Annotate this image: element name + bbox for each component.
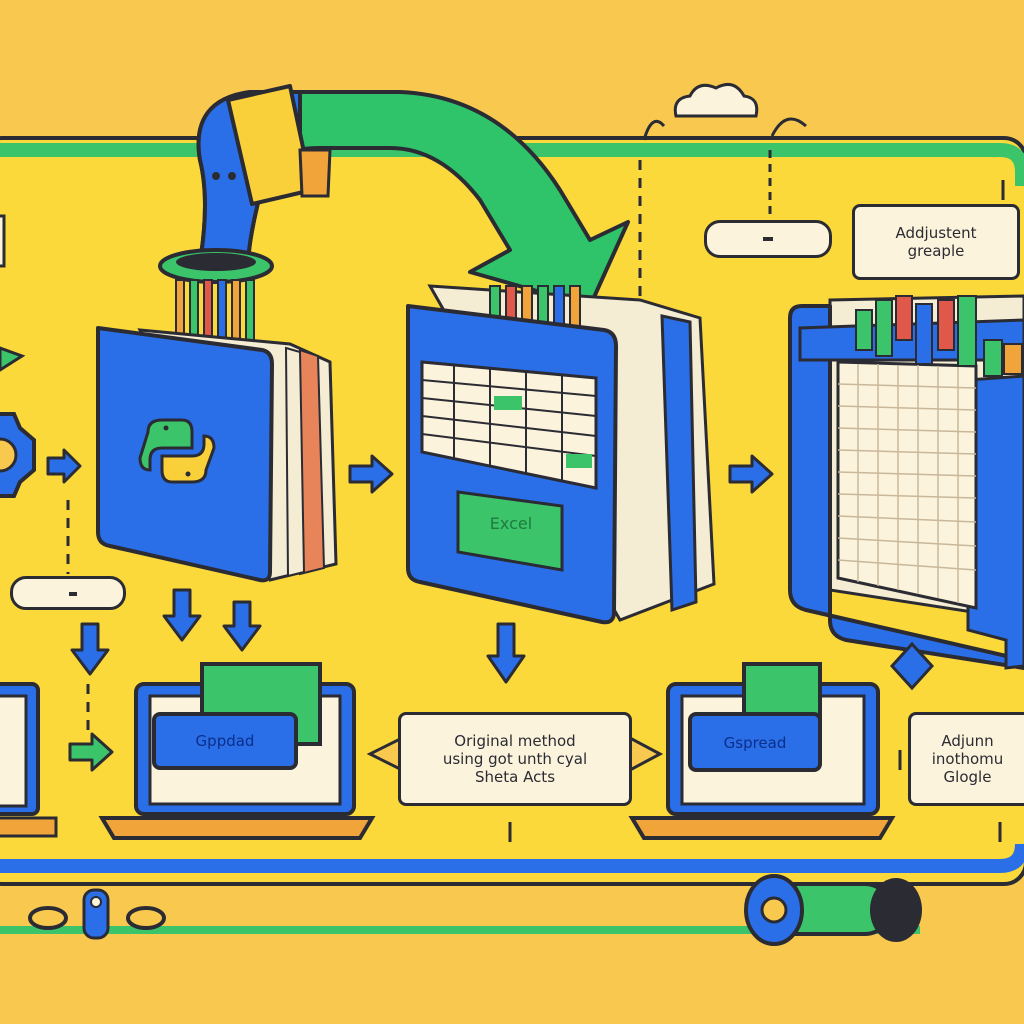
- arrow-right-icon: [348, 454, 394, 494]
- python-folder: [96, 326, 338, 583]
- laptop-left-label: Gppdad: [195, 732, 255, 750]
- pill-mark: [763, 237, 773, 241]
- sheet-folder: [788, 294, 1024, 670]
- pill-mark: [69, 592, 77, 596]
- note-line: Glogle: [943, 768, 992, 786]
- note-line: greaple: [907, 242, 965, 260]
- python-logo-icon: [138, 418, 216, 484]
- bar-blocks: [855, 295, 1023, 377]
- laptop-icon: [98, 662, 376, 840]
- excel-folder: [406, 284, 716, 625]
- laptop-icon: [628, 662, 896, 840]
- arrow-right-icon: [0, 346, 26, 372]
- laptop-icon: [0, 682, 58, 838]
- gear-icon: [0, 412, 36, 498]
- diamond-icon: [889, 641, 935, 691]
- excel-badge-icon: [456, 490, 564, 572]
- excel-label: Excel: [489, 514, 533, 533]
- blank-note-pill: [704, 220, 832, 258]
- note-right-edge: Adjunn inothomu Glogle: [908, 712, 1024, 806]
- note-top-right: Addjustent greaple: [852, 204, 1020, 280]
- note-line: Adjunn: [941, 732, 994, 750]
- hanging-wire: [642, 119, 666, 141]
- cloud-icon: [673, 82, 759, 118]
- note-line: using got unth cyal: [442, 750, 588, 768]
- blank-note-pill: [10, 576, 126, 610]
- note-line: inothomu: [931, 750, 1004, 768]
- hanging-wire: [770, 117, 808, 137]
- partial-note: [0, 214, 6, 268]
- chain-link-icon: [28, 888, 166, 940]
- arrow-right-icon: [728, 454, 774, 494]
- arrow-down-icon: [70, 622, 110, 676]
- sheet-grid: [836, 360, 978, 610]
- roller-cylinder: [744, 874, 922, 946]
- note-line: Addjustent: [895, 224, 977, 242]
- funnel-ring: [158, 248, 274, 341]
- note-center: Original method using got unth cyal Shet…: [398, 712, 632, 806]
- note-line: Sheta Acts: [474, 768, 556, 786]
- laptop-right-label: Gspread: [723, 734, 787, 752]
- arrow-down-icon: [222, 600, 262, 652]
- arrow-right-icon: [68, 732, 114, 772]
- arrow-down-icon: [162, 588, 202, 642]
- note-line: Original method: [454, 732, 576, 750]
- big-curved-arrow: [196, 84, 630, 308]
- arrow-down-icon: [486, 622, 526, 684]
- spreadsheet-grid: [420, 360, 598, 490]
- arrow-right-icon: [46, 448, 82, 484]
